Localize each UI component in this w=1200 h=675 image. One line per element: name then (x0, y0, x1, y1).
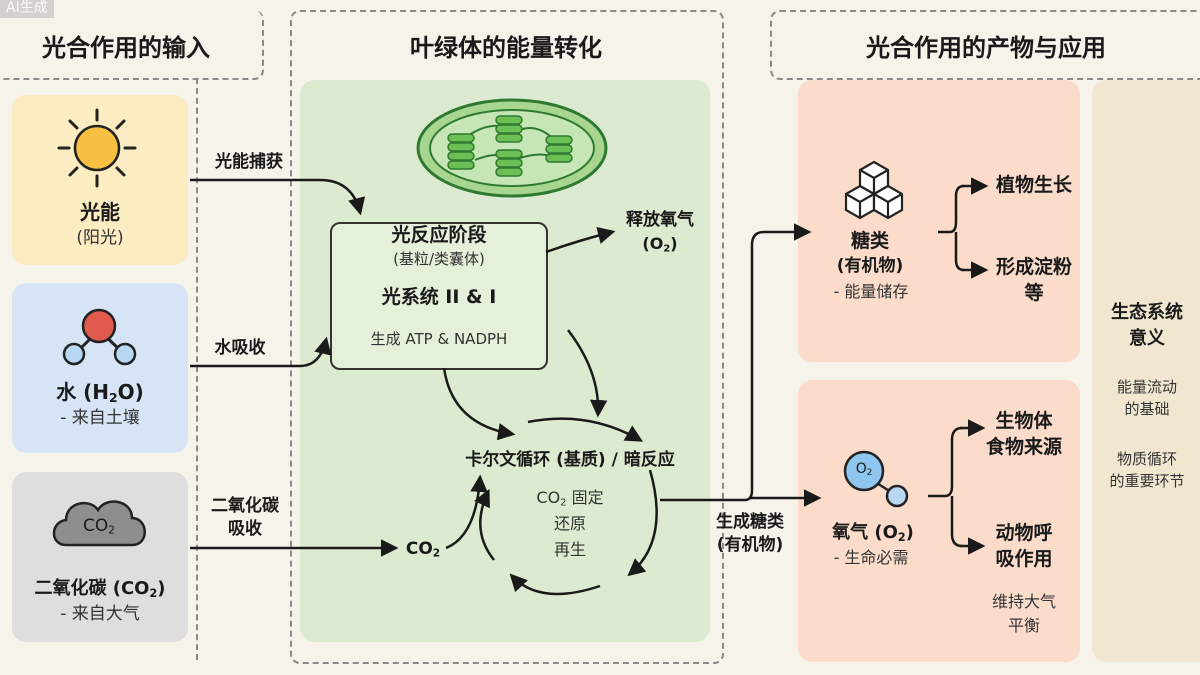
co2-card (12, 472, 188, 642)
watermark: AI生成 (0, 0, 54, 18)
light-sublabel: (阳光) (76, 228, 124, 248)
light-to-calvin-arrow-1 (442, 367, 516, 441)
light-reaction-title: 光反应阶段 (391, 224, 487, 246)
calvin-cycle-left (474, 488, 495, 561)
calvin-step-fixation: CO2 固定 (536, 488, 604, 509)
oxygen-note: - 生命必需 (833, 548, 909, 567)
co2-absorb-label-2: 吸收 (228, 519, 262, 539)
inputs-frame (0, 10, 264, 80)
calvin-cycle-right (627, 469, 658, 577)
co2-node: CO2 (405, 539, 441, 560)
light-reaction-box (330, 222, 548, 370)
co2-label: 二氧化碳 (CO2) (34, 578, 166, 600)
ecology-point-matter-1: 物质循环 (1116, 450, 1177, 468)
light-capture-arrow (190, 178, 366, 216)
oxygen-release-formula: (O2) (642, 234, 678, 255)
calvin-step-regeneration: 再生 (553, 540, 586, 559)
water-absorb-arrow (190, 336, 332, 368)
water-molecule-icon (62, 308, 137, 366)
outputs-title: 光合作用的产物与应用 (866, 34, 1106, 62)
oxygen-use-food: 食物来源 (985, 436, 1062, 458)
co2-cloud-icon (52, 500, 146, 547)
ecology-point-energy-1: 能量流动 (1116, 378, 1177, 396)
chloroplast-frame (290, 10, 724, 664)
sugar-label: 糖类 (850, 230, 889, 252)
sugar-use-plant-growth: 植物生长 (995, 174, 1072, 196)
oxygen-use-respiration-2: 吸作用 (995, 548, 1053, 570)
water-absorb-label: 水吸收 (214, 338, 266, 358)
oxygen-extra-2: 平衡 (1007, 616, 1040, 635)
sugar-card (798, 80, 1080, 362)
sugar-cubes-icon (844, 160, 904, 220)
sugar-sublabel: (有机物) (836, 256, 904, 276)
outputs-frame (770, 10, 1200, 80)
oxygen-molecule-icon (843, 450, 909, 508)
atp-nadph-label: 生成 ATP & NADPH (370, 330, 508, 348)
calvin-cycle-bottom (509, 573, 601, 596)
ecology-title-2: 意义 (1129, 328, 1165, 349)
oxygen-release-label: 释放氧气 (626, 210, 694, 230)
ecology-point-matter-2: 的重要环节 (1109, 472, 1185, 490)
oxygen-use-organism: 生物体 (995, 410, 1053, 432)
sugar-brace (938, 184, 965, 272)
light-reaction-location: (基粒/类囊体) (393, 250, 485, 268)
co2-to-calvin-arrow (445, 474, 488, 550)
co2-absorb-label-1: 二氧化碳 (211, 496, 279, 516)
light-capture-label: 光能捕获 (215, 152, 283, 172)
calvin-step-reduction: 还原 (553, 514, 586, 533)
sun-icon (57, 108, 137, 188)
calvin-title: 卡尔文循环 (基质) / 暗反应 (465, 450, 675, 470)
oxygen-icon-label: O2 (855, 461, 873, 479)
co2-sublabel: - 来自大气 (60, 604, 140, 624)
oxygen-extra-1: 维持大气 (991, 592, 1056, 611)
oxygen-brace (928, 426, 963, 548)
oxygen-card (798, 380, 1080, 662)
ecology-point-energy-2: 的基础 (1124, 400, 1170, 418)
water-label: 水 (H2O) (56, 380, 144, 406)
sugar-output-label-2: (有机物) (716, 535, 784, 555)
ecology-card (1092, 80, 1200, 662)
oxygen-release-arrow (545, 226, 616, 254)
sugar-use-starch: 形成淀粉 (995, 256, 1072, 278)
co2-icon-label: CO2 (83, 516, 115, 537)
oxygen-use-respiration-1: 动物呼 (995, 522, 1053, 544)
sugar-output-arrow (660, 223, 812, 502)
ecology-title-1: 生态系统 (1111, 302, 1183, 323)
sugar-note: - 能量储存 (833, 282, 909, 301)
chloroplast-title: 叶绿体的能量转化 (410, 34, 602, 62)
inputs-title: 光合作用的输入 (42, 34, 210, 62)
light-to-calvin-arrow-2 (567, 329, 608, 418)
chloroplast-icon (416, 98, 608, 198)
sugar-output-label-1: 生成糖类 (716, 512, 784, 532)
photosystems-label: 光系统 II & I (381, 286, 497, 308)
water-sublabel: - 来自土壤 (60, 408, 140, 428)
light-card (12, 95, 188, 265)
inputs-frame-lower (196, 78, 198, 660)
sugar-use-etc: 等 (1024, 282, 1044, 304)
light-label: 光能 (80, 200, 120, 224)
oxygen-label: 氧气 (O2) (832, 522, 914, 544)
calvin-cycle-top (527, 417, 644, 442)
